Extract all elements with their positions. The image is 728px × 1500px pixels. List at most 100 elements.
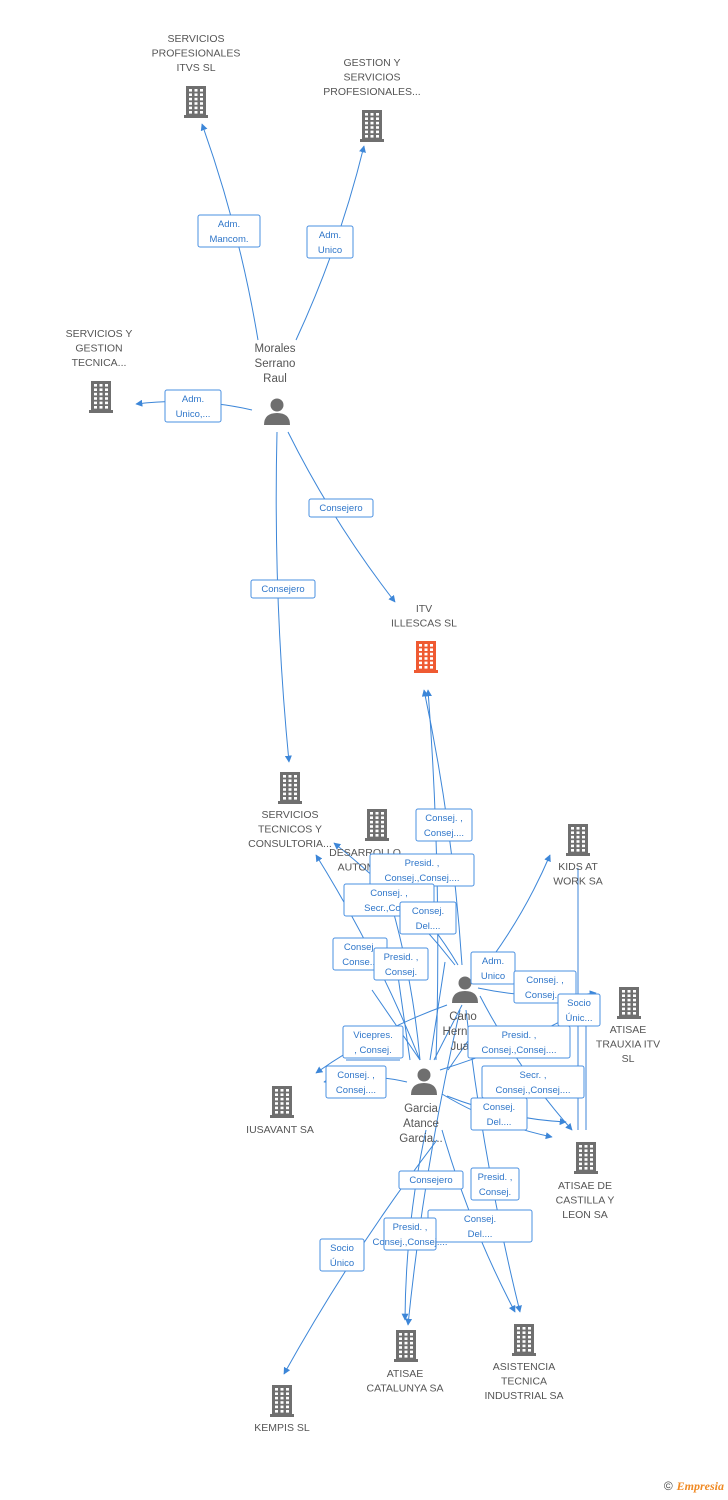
node-label: ATISAE xyxy=(610,1024,647,1036)
edge-label-text: Único xyxy=(330,1258,354,1269)
node-label: GESTION Y xyxy=(344,57,401,69)
edge-label-box xyxy=(470,1167,520,1201)
person-icon[interactable] xyxy=(452,976,478,1004)
edge-label-text: Consej.,Consej.... xyxy=(373,1237,448,1248)
edge-label[interactable]: Presid. ,Consej.,Consej.... xyxy=(373,1217,448,1251)
edge-label-text: Consej.,Consej.... xyxy=(385,873,460,884)
building-icon[interactable] xyxy=(394,1330,418,1362)
edge-label-box xyxy=(306,225,354,259)
building-icon[interactable] xyxy=(365,809,389,841)
node-label: SERVICIOS xyxy=(168,33,225,45)
edge-label[interactable]: Adm. Unico xyxy=(470,951,516,985)
building-icon[interactable] xyxy=(184,86,208,118)
edge-label[interactable]: Consejero xyxy=(398,1170,464,1190)
edge-label[interactable]: Consej.Del.... xyxy=(427,1209,533,1243)
node-label: SERVICIOS Y xyxy=(66,328,133,340)
edge-label-text: Del.... xyxy=(487,1117,512,1128)
edge-label-text: Adm. xyxy=(482,956,504,967)
edge-label-text: Socio xyxy=(567,998,591,1009)
edge-label-box xyxy=(319,1238,365,1272)
edge-label[interactable]: Consejero xyxy=(308,498,374,518)
edge-label[interactable]: Presid. ,Consej.,Consej.... xyxy=(369,853,475,887)
edge-label[interactable]: Presid. ,Consej. xyxy=(470,1167,520,1201)
node-kempis[interactable]: KEMPIS SL xyxy=(254,1385,310,1434)
node-label: SERVICIOS xyxy=(262,809,319,821)
edge-label[interactable]: Adm. Unico xyxy=(306,225,354,259)
node-gestion-servicios-profesionales[interactable]: GESTION YSERVICIOSPROFESIONALES... xyxy=(323,57,421,142)
edge-label-box xyxy=(250,579,316,599)
node-label: GESTION xyxy=(75,343,122,355)
edge-label-box xyxy=(399,901,457,935)
edge-label-text: Unico xyxy=(318,245,342,256)
building-icon[interactable] xyxy=(566,824,590,856)
edge-label-text: Consej. xyxy=(464,1214,496,1225)
edge-label-text: Secr. , xyxy=(520,1070,547,1081)
node-label: TECNICA... xyxy=(72,357,127,369)
building-icon[interactable] xyxy=(414,641,438,673)
node-label: ITVS SL xyxy=(176,62,215,74)
person-icon[interactable] xyxy=(264,398,290,426)
edge-label[interactable]: Consej. Del.... xyxy=(399,901,457,935)
building-icon[interactable] xyxy=(89,381,113,413)
edge-label-box xyxy=(373,947,429,981)
node-label: TECNICOS Y xyxy=(258,824,322,836)
edge-label[interactable]: Adm.Mancom. xyxy=(197,214,261,248)
building-icon[interactable] xyxy=(278,772,302,804)
edge-label-text: Socio xyxy=(330,1243,354,1254)
edge-label-text: Consejero xyxy=(409,1175,452,1186)
node-label: KEMPIS SL xyxy=(254,1422,310,1434)
node-servicios-gestion-tecnica[interactable]: SERVICIOS Y GESTION TECNICA... xyxy=(66,328,133,413)
node-label: WORK SA xyxy=(553,876,603,888)
edge-label-text: Consej. xyxy=(483,1102,515,1113)
edge-label[interactable]: SocioÚnic... xyxy=(557,993,601,1027)
edge-label[interactable]: Consej. ,Consej.... xyxy=(415,808,473,842)
edge-label[interactable]: Adm.Unico,... xyxy=(164,389,222,423)
edge-label[interactable]: Presid. ,Consej. xyxy=(373,947,429,981)
building-icon[interactable] xyxy=(574,1142,598,1174)
node-garcia-atance[interactable]: GarciaAtanceGarcia... xyxy=(399,1068,443,1146)
node-label: CASTILLA Y xyxy=(556,1195,615,1207)
building-icon[interactable] xyxy=(270,1385,294,1417)
node-label: LEON SA xyxy=(562,1209,608,1221)
node-iusavant[interactable]: IUSAVANT SA xyxy=(246,1086,314,1136)
edge-label-text: Adm. xyxy=(319,230,341,241)
edge-label-text: Del.... xyxy=(416,921,441,932)
edge-label[interactable]: Consej. ,Consej.... xyxy=(325,1065,387,1099)
edge-label[interactable]: Consej. Del.... xyxy=(470,1097,528,1131)
edge-label-box xyxy=(164,389,222,423)
edge-label-text: Unico xyxy=(481,971,505,982)
edge-label-text: , Consej. xyxy=(354,1045,392,1056)
edge-label-text: Consej. , xyxy=(337,1070,375,1081)
node-label: Garcia xyxy=(404,1103,438,1115)
edge-label-text: Consej. xyxy=(412,906,444,917)
building-icon[interactable] xyxy=(512,1324,536,1356)
edge-label[interactable]: Consejero xyxy=(250,579,316,599)
copyright-symbol: © xyxy=(663,1479,673,1493)
edge-label[interactable]: Secr. ,Consej.,Consej.... xyxy=(481,1065,585,1099)
edge-label[interactable]: Vicepres., Consej. xyxy=(342,1025,404,1059)
building-icon[interactable] xyxy=(617,987,641,1019)
brand-logo[interactable]: Empresia xyxy=(676,1479,724,1493)
node-label: ILLESCAS SL xyxy=(391,618,457,630)
building-icon[interactable] xyxy=(270,1086,294,1118)
node-label: Atance xyxy=(403,1118,439,1130)
edge-label-text: Presid. , xyxy=(384,952,419,963)
building-icon[interactable] xyxy=(360,110,384,142)
person-icon[interactable] xyxy=(411,1068,437,1096)
node-label: Morales xyxy=(255,343,296,355)
edge-label[interactable]: Presid. ,Consej.,Consej.... xyxy=(467,1025,571,1059)
node-label: PROFESIONALES... xyxy=(323,86,420,98)
edge-label-text: Presid. , xyxy=(478,1172,513,1183)
edge-label-text: Únic... xyxy=(566,1013,593,1024)
